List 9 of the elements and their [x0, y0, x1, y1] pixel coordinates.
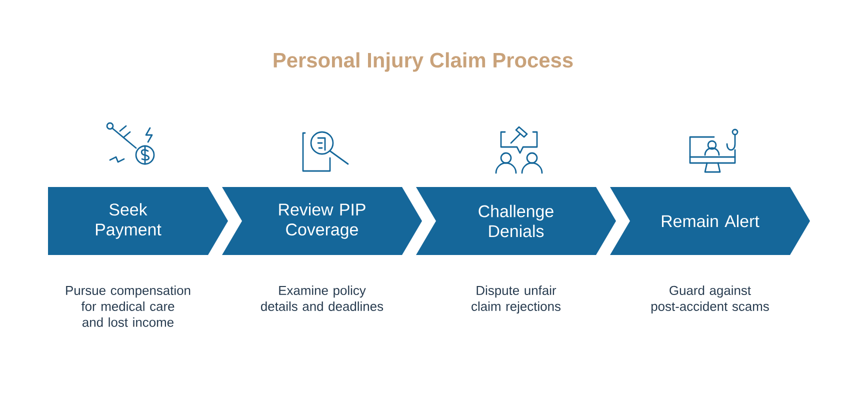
process-step: Challenge Denials	[416, 187, 616, 255]
description: Guard against post-accident scams	[651, 286, 769, 314]
process-step: Remain Alert	[610, 187, 810, 255]
process-step: Seek Payment	[48, 187, 228, 255]
process-step: Review PIP Coverage	[222, 187, 422, 255]
description: Dispute unfair claim rejections	[472, 286, 560, 314]
title: Personal Injury Claim Process	[274, 52, 573, 72]
description: Pursue compensation for medical care and lost income	[66, 286, 190, 327]
description: Examine policy details and deadlines	[261, 286, 384, 311]
